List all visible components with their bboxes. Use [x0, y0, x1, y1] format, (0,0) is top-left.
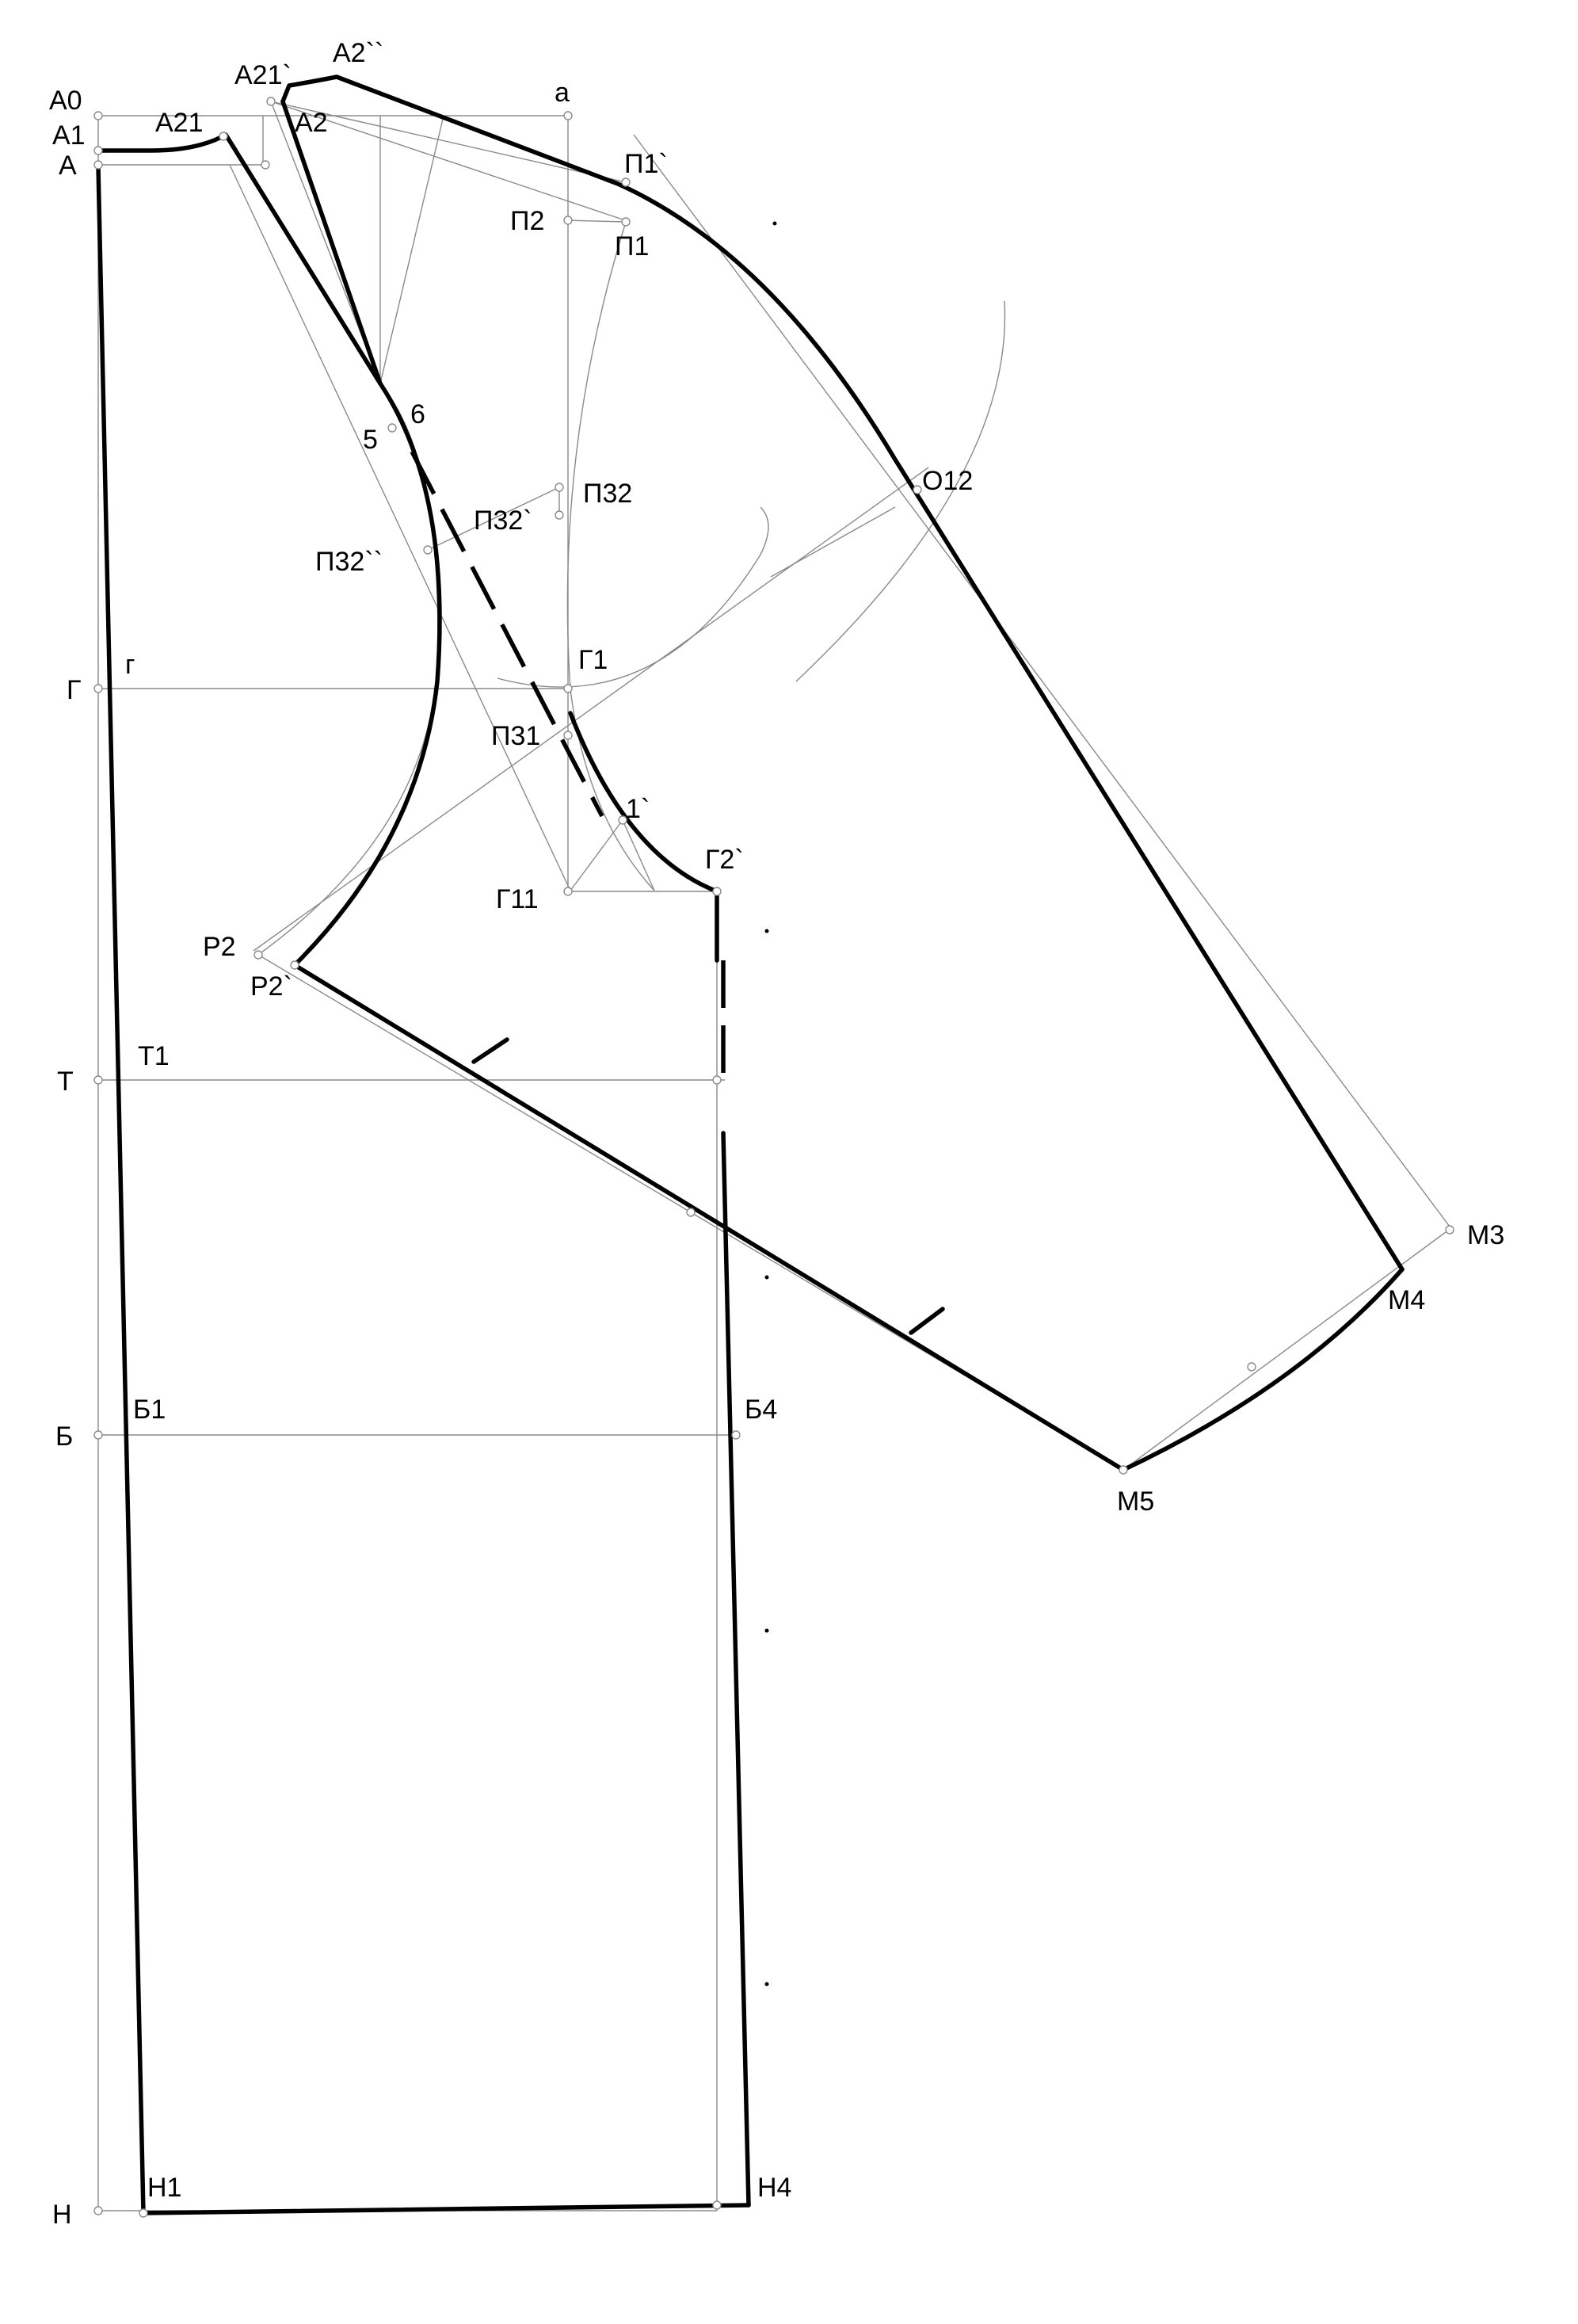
label-H1: Н1	[147, 2173, 181, 2203]
label-R2-prime: Р2`	[250, 971, 292, 1002]
label-A1: А1	[52, 120, 86, 151]
label-H4: Н4	[757, 2173, 791, 2203]
label-A0: А0	[49, 86, 82, 116]
label-g: г	[125, 650, 135, 680]
label-P1-prime: П1`	[624, 149, 668, 179]
label-P32-double-prime: П32``	[315, 547, 383, 577]
label-B4: Б4	[745, 1395, 777, 1425]
label-P32: П32	[583, 479, 632, 509]
label-G2-prime: Г2`	[705, 845, 744, 875]
label-B1: Б1	[133, 1395, 166, 1425]
pattern-outline	[96, 74, 1405, 2215]
label-T1: Т1	[138, 1041, 170, 1071]
label-5: 5	[363, 425, 378, 455]
label-P2: П2	[510, 206, 544, 236]
label-A: А	[59, 151, 77, 181]
label-A2: А2	[295, 108, 328, 138]
label-M3: М3	[1467, 1220, 1504, 1250]
label-1-prime: 1`	[626, 794, 650, 824]
point-markers	[93, 97, 1454, 2218]
label-A21-prime: А21`	[234, 60, 292, 90]
point-labels: А0 А1 А А21 А21` А2`` А2 а П1` П2 П1 5 6…	[49, 38, 1504, 2230]
label-M5: М5	[1117, 1486, 1154, 1517]
label-M4: М4	[1388, 1285, 1425, 1315]
label-A2-double-prime: А2``	[333, 38, 383, 68]
label-P31: П31	[491, 721, 540, 751]
construction-lines	[97, 101, 1450, 2211]
label-O12: О12	[922, 466, 973, 496]
label-G: Г	[67, 675, 81, 705]
label-a: а	[555, 78, 570, 108]
dashed-segments	[410, 450, 726, 1086]
label-R2: Р2	[203, 932, 236, 962]
label-G11: Г11	[496, 884, 539, 914]
label-H: Н	[52, 2200, 72, 2230]
label-6: 6	[410, 399, 425, 429]
label-A21: А21	[155, 108, 204, 138]
label-G1: Г1	[578, 645, 608, 675]
label-T: Т	[57, 1067, 74, 1097]
label-P32-prime: П32`	[474, 506, 532, 536]
label-P1: П1	[615, 231, 649, 261]
label-B: Б	[55, 1421, 73, 1452]
